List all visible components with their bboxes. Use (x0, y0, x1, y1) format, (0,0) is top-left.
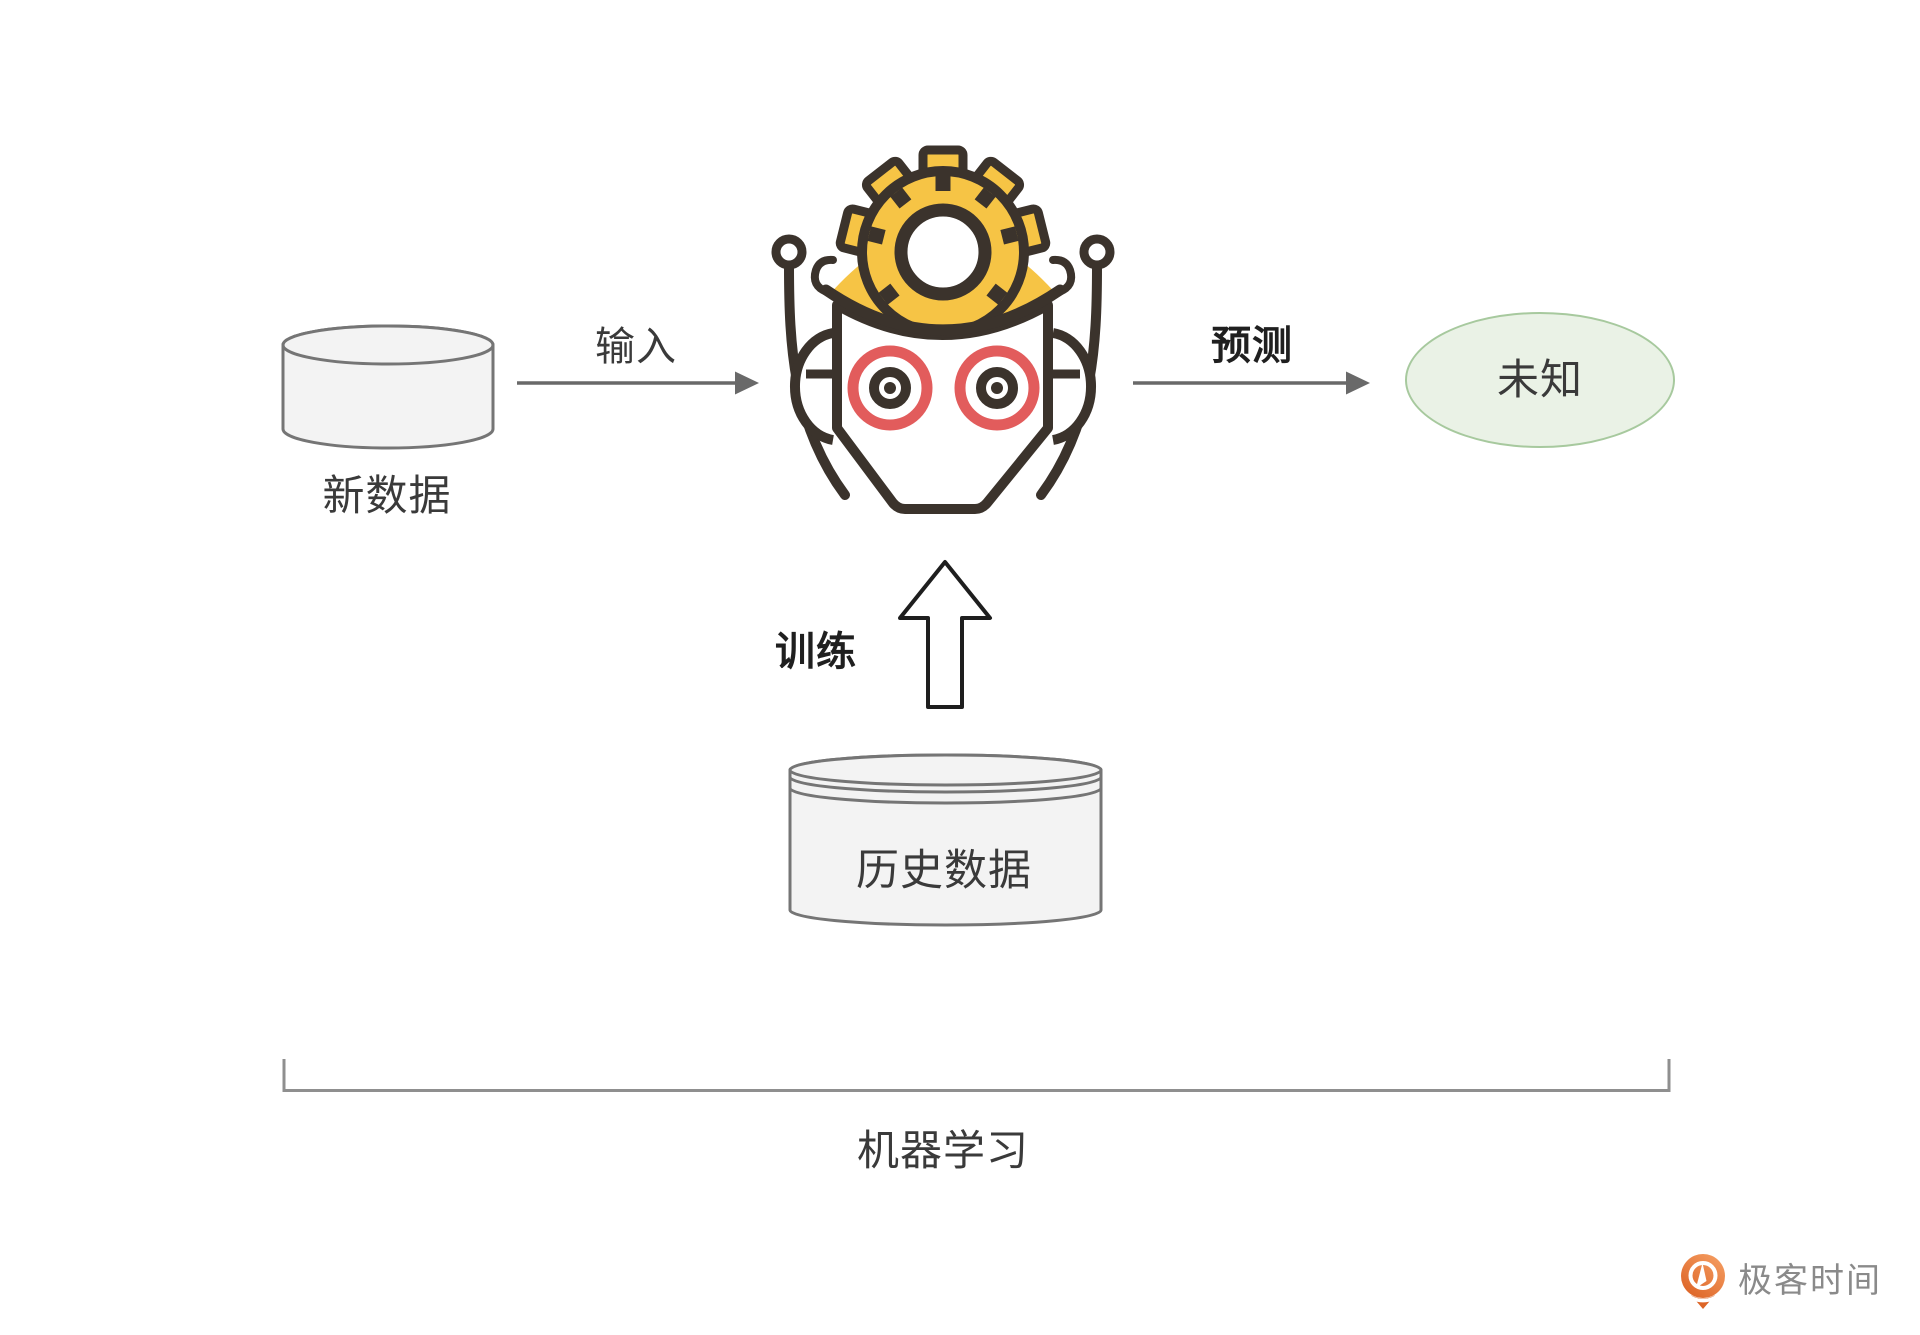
unknown-node: 未知 (1405, 312, 1675, 448)
group-label: 机器学习 (856, 1127, 1029, 1174)
input-arrow (517, 371, 759, 395)
antenna-tip-right (1079, 234, 1115, 270)
eye-left (847, 345, 933, 431)
train-arrow (898, 560, 992, 709)
history-data-label: 历史数据 (856, 847, 1032, 895)
geektime-logo: 极客时间 (1679, 1252, 1882, 1310)
input-arrow-label: 输入 (595, 325, 677, 369)
eye-right (954, 345, 1040, 431)
ear-left (789, 328, 835, 445)
new-data-label: 新数据 (322, 472, 452, 519)
robot-head-gear-icon (771, 145, 1115, 514)
train-arrow-label: 训练 (775, 630, 857, 674)
arrow-head-icon (1346, 371, 1370, 395)
geektime-logo-text: 极客时间 (1738, 1262, 1882, 1300)
new-data-cylinder (281, 324, 495, 450)
ear-right (1051, 328, 1097, 445)
predict-arrow (1133, 371, 1370, 395)
group-bracket (282, 1059, 1671, 1092)
geektime-logo-icon (1679, 1252, 1727, 1309)
gear-icon (835, 145, 1051, 338)
predict-arrow-label: 预测 (1211, 324, 1293, 368)
unknown-label: 未知 (1496, 356, 1583, 403)
arrow-head-icon (735, 371, 759, 395)
history-data-cylinder (788, 753, 1103, 927)
antenna-tip-left (771, 234, 807, 270)
